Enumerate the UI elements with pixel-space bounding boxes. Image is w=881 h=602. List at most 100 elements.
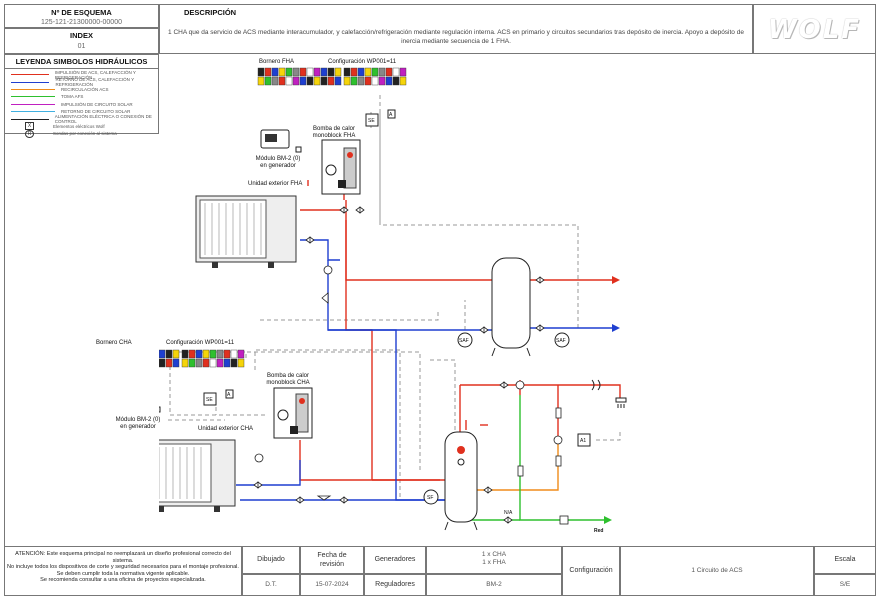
- terminal-connector: [320, 67, 328, 77]
- escala-value-cell: S/E: [814, 574, 876, 596]
- tank-heater-icon: [457, 446, 465, 454]
- escala-label-cell: Escala: [814, 546, 876, 574]
- legend-line-swatch: [11, 88, 55, 90]
- terminal-connector: [320, 76, 328, 86]
- legend-line-swatch: [11, 81, 50, 83]
- reguladores-value-cell: BM-2: [426, 574, 562, 596]
- terminal-connector: [334, 67, 342, 77]
- description-label: DESCRIPCIÓN: [184, 8, 237, 17]
- legend-item: IMPULSIÓN DE ACS, CALEFACCIÓN Y REFRIGER…: [11, 69, 158, 80]
- terminal-connector: [202, 349, 210, 359]
- legend-item: RETORNO DE CIRCUITO SOLAR: [11, 108, 158, 115]
- saf-sensor-right: [554, 332, 570, 348]
- terminal-connector: [159, 358, 166, 368]
- control-wiring: [168, 95, 621, 500]
- shower-icon: [591, 379, 627, 408]
- a1-label: A1: [580, 438, 586, 444]
- legend-item-label: IMPULSIÓN DE ACS, CALEFACCIÓN Y REFRIGER…: [54, 69, 136, 80]
- terminal-block-cha: [159, 349, 245, 368]
- escala-value: S/E: [839, 581, 851, 588]
- terminal-connector: [299, 76, 307, 86]
- terminal-connector: [385, 76, 393, 86]
- terminal-connector: [364, 76, 372, 86]
- legend-item-label: TOMA AFS: [61, 94, 84, 100]
- terminal-connector: [223, 349, 231, 359]
- circulator-pump-icon: [325, 164, 337, 176]
- legend-line-swatch: [11, 103, 55, 105]
- terminal-connector: [172, 358, 180, 368]
- configuracion-label: Configuración: [569, 567, 613, 574]
- modulo-fha-label: Módulo BM-2 (0) en generador: [255, 156, 301, 169]
- flow-arrows: [604, 276, 620, 524]
- bornero-fha-label: Bornero FHA: [259, 59, 295, 65]
- config-cha-label: Configuración WP001=11: [166, 340, 235, 346]
- terminal-connector: [334, 76, 342, 86]
- legend-box: LEYENDA SIMBOLOS HIDRÁULICOS IMPULSIÓN D…: [4, 54, 159, 138]
- a-label-cha: A: [227, 392, 231, 398]
- a-module-cha: [225, 389, 234, 399]
- terminal-connector: [195, 349, 203, 359]
- a-label-fha: A: [389, 112, 393, 118]
- terminal-connector: [292, 67, 300, 77]
- terminal-connector: [385, 67, 393, 77]
- terminal-connector: [399, 67, 407, 77]
- legend-line-swatch: [11, 74, 49, 76]
- terminal-connector: [223, 358, 231, 368]
- circulator-pump-icon: [277, 409, 289, 421]
- a1-module: [577, 433, 591, 447]
- wolf-logo: WOLF: [767, 15, 862, 45]
- configuracion-label-cell: Configuración: [562, 546, 620, 596]
- description-box: DESCRIPCIÓN 1 CHA que da servicio de ACS…: [159, 4, 753, 54]
- fecha-label: Fecha de revisión: [317, 552, 347, 568]
- scheme-number-value: 125-121-21300000-00000: [41, 19, 122, 26]
- heat-pump-cha: [273, 387, 313, 439]
- fecha-value-cell: 15-07-2024: [300, 574, 364, 596]
- terminal-connector: [237, 358, 245, 368]
- terminal-connector: [292, 76, 300, 86]
- description-text: 1 CHA que da servicio de ACS mediante in…: [168, 29, 744, 45]
- saf-label-right: SAF: [556, 338, 566, 344]
- legend-item-label: RECIRCULACIÓN ACS: [61, 86, 109, 92]
- scheme-number-box: Nº DE ESQUEMA 125-121-21300000-00000: [4, 4, 159, 28]
- bm2-module-fha: [260, 129, 302, 153]
- terminal-connector: [327, 76, 335, 86]
- terminal-connector: [257, 67, 265, 77]
- terminal-connector: [364, 67, 372, 77]
- red-label: Red: [594, 528, 603, 534]
- warning-text: ATENCIÓN: Este esquema principal no reem…: [7, 551, 239, 584]
- dibujado-label: Dibujado: [257, 556, 285, 563]
- sensor-symbol-icon: R: [25, 129, 34, 138]
- bomba-cha-label: Bomba de calor monoblock CHA: [266, 373, 310, 386]
- terminal-connector: [378, 76, 386, 86]
- terminal-connector: [350, 67, 358, 77]
- terminal-connector: [392, 76, 400, 86]
- terminal-connector: [357, 76, 365, 86]
- terminal-connector: [230, 358, 238, 368]
- legend-item-label: IMPULSIÓN DE CIRCUITO SOLAR: [61, 101, 133, 107]
- sf-label: SF: [427, 495, 433, 501]
- terminal-connector: [350, 76, 358, 86]
- recirculation-pipes: [470, 440, 559, 491]
- legend-item: RECIRCULACIÓN ACS: [11, 86, 158, 93]
- se-label-fha: SE: [368, 118, 375, 124]
- terminal-connector: [195, 358, 203, 368]
- saf-label-left: SAF: [459, 338, 469, 344]
- index-value: 01: [77, 43, 86, 50]
- outdoor-unit-cha: [159, 439, 236, 512]
- fecha-label-cell: Fecha de revisión: [300, 546, 364, 574]
- sensor-tag-labels: SAF SAF SF A1 SE A SE A N/A Red: [206, 112, 603, 534]
- exterior-fha-label: Unidad exterior FHA: [248, 181, 303, 187]
- fecha-value: 15-07-2024: [315, 581, 349, 588]
- terminal-connector: [172, 349, 180, 359]
- dhw-tank: [444, 431, 478, 531]
- legend-title: LEYENDA SIMBOLOS HIDRÁULICOS: [5, 57, 158, 69]
- escala-label: Escala: [834, 556, 856, 563]
- terminal-connector: [327, 67, 335, 77]
- terminal-connector: [230, 349, 238, 359]
- legend-line-swatch: [11, 111, 55, 113]
- terminal-connector: [278, 67, 286, 77]
- terminal-connector: [343, 76, 351, 86]
- terminal-connector: [209, 358, 217, 368]
- legend-item: ALIMENTACIÓN ELÉCTRICA O CONEXIÓN DE CON…: [11, 114, 158, 124]
